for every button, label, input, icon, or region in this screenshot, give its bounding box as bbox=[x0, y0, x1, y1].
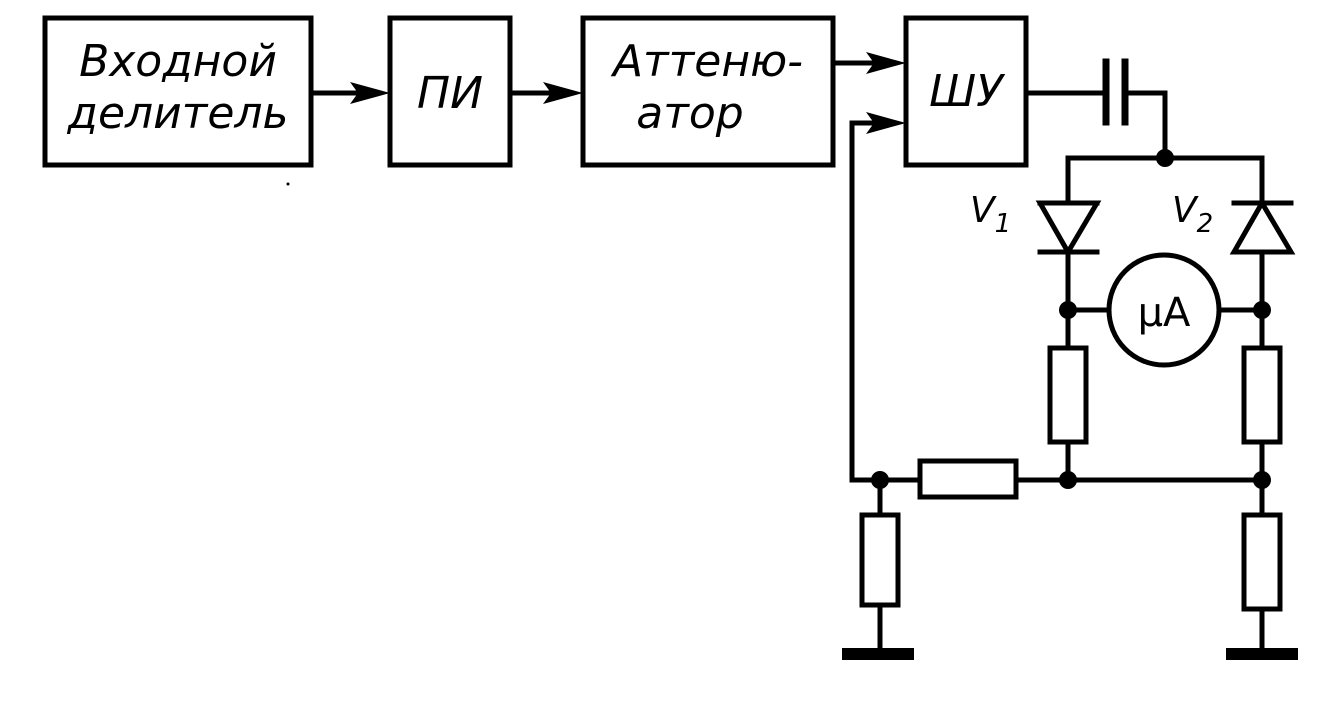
junction-meter-left bbox=[1059, 301, 1077, 319]
resistor-horizontal bbox=[917, 458, 1019, 500]
pi-label: ПИ bbox=[417, 68, 483, 119]
arrow-attenuator-to-shu bbox=[830, 52, 906, 74]
input-divider-label-line1: Входной bbox=[79, 36, 277, 87]
shu-label: ШУ bbox=[929, 66, 1006, 117]
resistor-left-upper bbox=[1047, 345, 1089, 483]
arrow-feedback-to-shu bbox=[849, 112, 906, 483]
diode-v1-label: V1 bbox=[970, 190, 1011, 239]
scan-speck bbox=[286, 182, 290, 186]
junction-bottom-mid bbox=[1059, 471, 1077, 489]
resistor-left-lower bbox=[859, 477, 901, 653]
block-input-divider: Входной делитель bbox=[42, 15, 314, 168]
input-divider-label-line2: делитель bbox=[67, 88, 289, 139]
attenuator-label-line1: Аттеню- bbox=[610, 36, 803, 87]
ground-left bbox=[842, 648, 914, 660]
microammeter-label: μA bbox=[1138, 290, 1191, 336]
attenuator-label-line2: атор bbox=[636, 88, 743, 139]
diode-v1 bbox=[1035, 155, 1102, 351]
diode-v2-label: V2 bbox=[1172, 190, 1213, 239]
resistor-right-upper bbox=[1241, 345, 1283, 483]
diode-v2 bbox=[1229, 155, 1296, 351]
capacitor bbox=[1023, 58, 1168, 161]
arrow-pi-to-attenuator bbox=[507, 82, 583, 104]
block-pi: ПИ bbox=[387, 15, 513, 168]
ground-right bbox=[1226, 648, 1298, 660]
resistor-right-lower bbox=[1241, 477, 1283, 653]
junction-top bbox=[1156, 149, 1174, 167]
block-shu: ШУ bbox=[903, 15, 1029, 168]
microammeter: μA bbox=[1065, 252, 1265, 368]
arrow-divider-to-pi bbox=[308, 82, 390, 104]
block-attenuator: Аттеню- атор bbox=[580, 15, 836, 168]
junction-meter-right bbox=[1253, 301, 1271, 319]
